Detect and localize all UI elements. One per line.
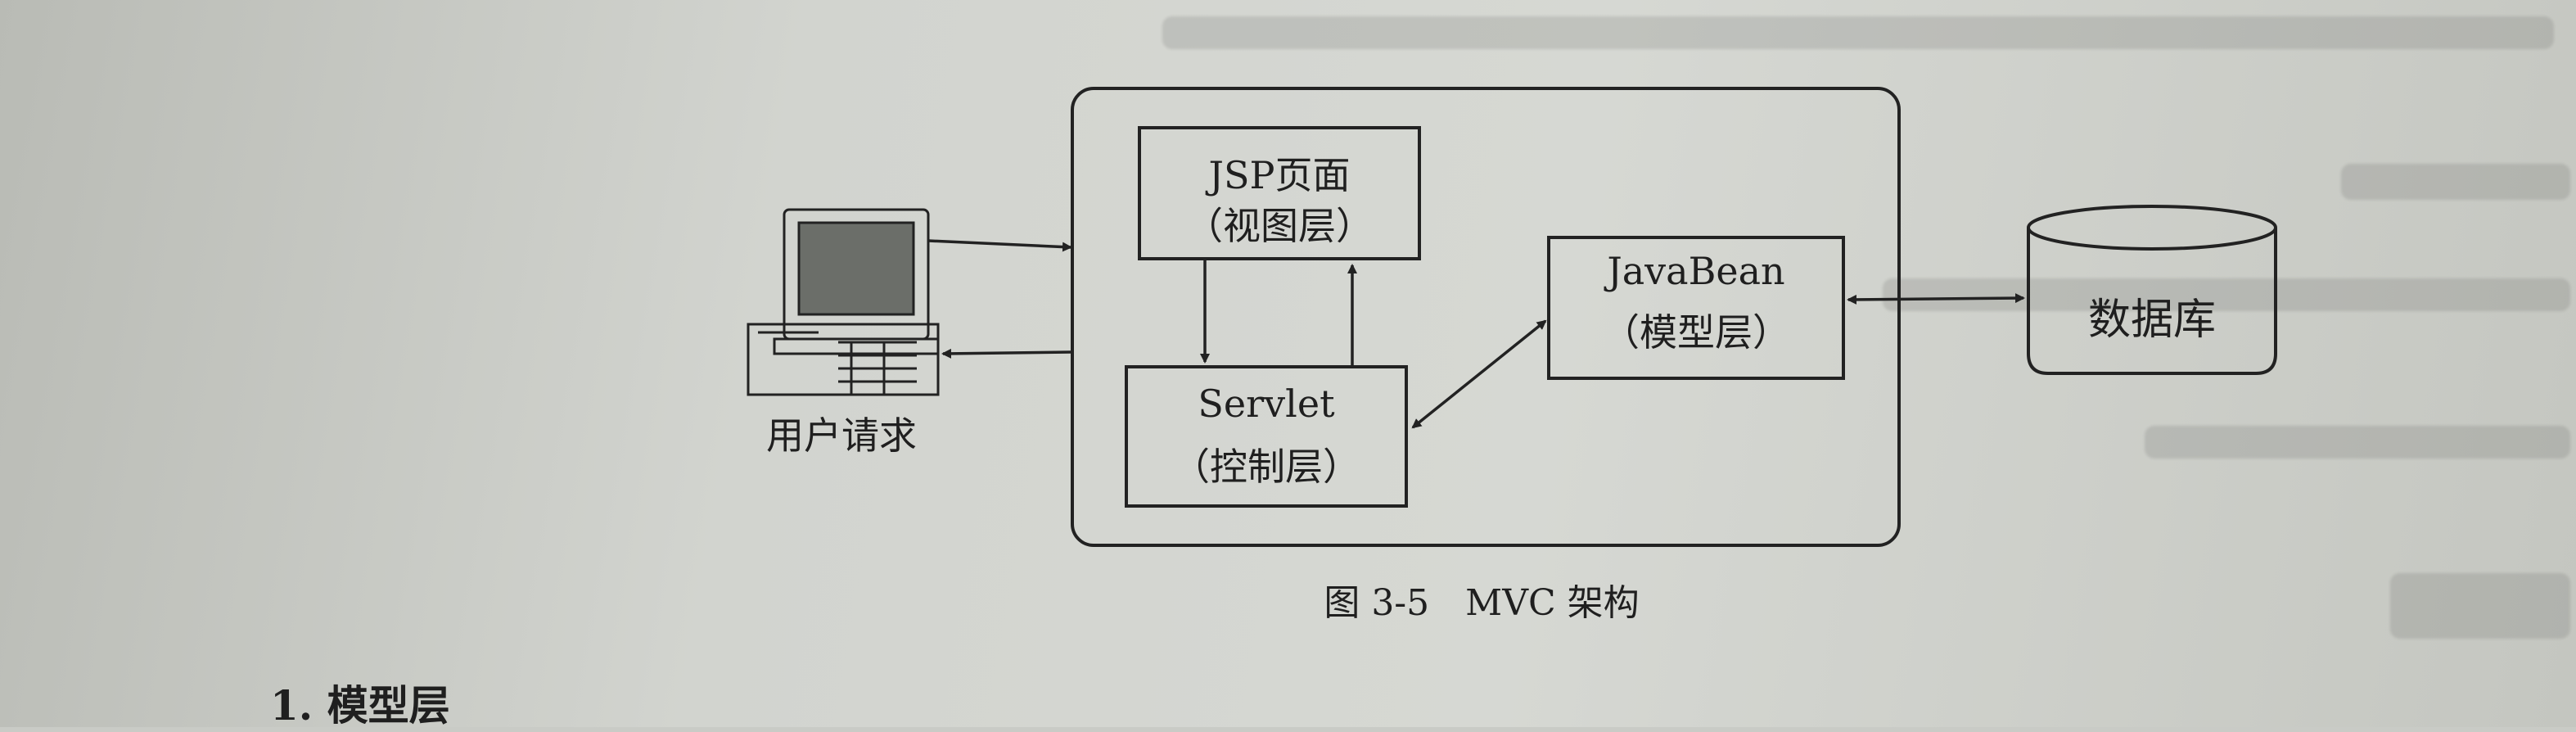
controller-label-2: （控制层） (1172, 445, 1360, 489)
figure-caption: 图 3-5 MVC 架构 (1324, 582, 1640, 624)
view-label-2: （视图层） (1185, 204, 1374, 248)
server-container (1071, 87, 1901, 547)
computer-icon (747, 208, 940, 396)
arrow-controller-model (1411, 319, 1547, 429)
section-heading: 1. 模型层 (270, 681, 450, 730)
model-label-1: JavaBean (1607, 249, 1785, 293)
client-label: 用户请求 (766, 413, 917, 458)
model-label-2: （模型层） (1602, 310, 1790, 355)
arrow-client-to-server (927, 239, 1072, 252)
controller-box (1125, 365, 1408, 508)
database-label: 数据库 (2087, 296, 2216, 345)
view-label-1: JSP页面 (1208, 153, 1351, 197)
arrow-model-database (1847, 293, 2025, 305)
model-box (1547, 236, 1845, 380)
arrow-server-to-client (941, 348, 1071, 359)
controller-label-1: Servlet (1198, 382, 1335, 426)
database-cylinder (2027, 205, 2277, 375)
view-box (1138, 126, 1421, 260)
